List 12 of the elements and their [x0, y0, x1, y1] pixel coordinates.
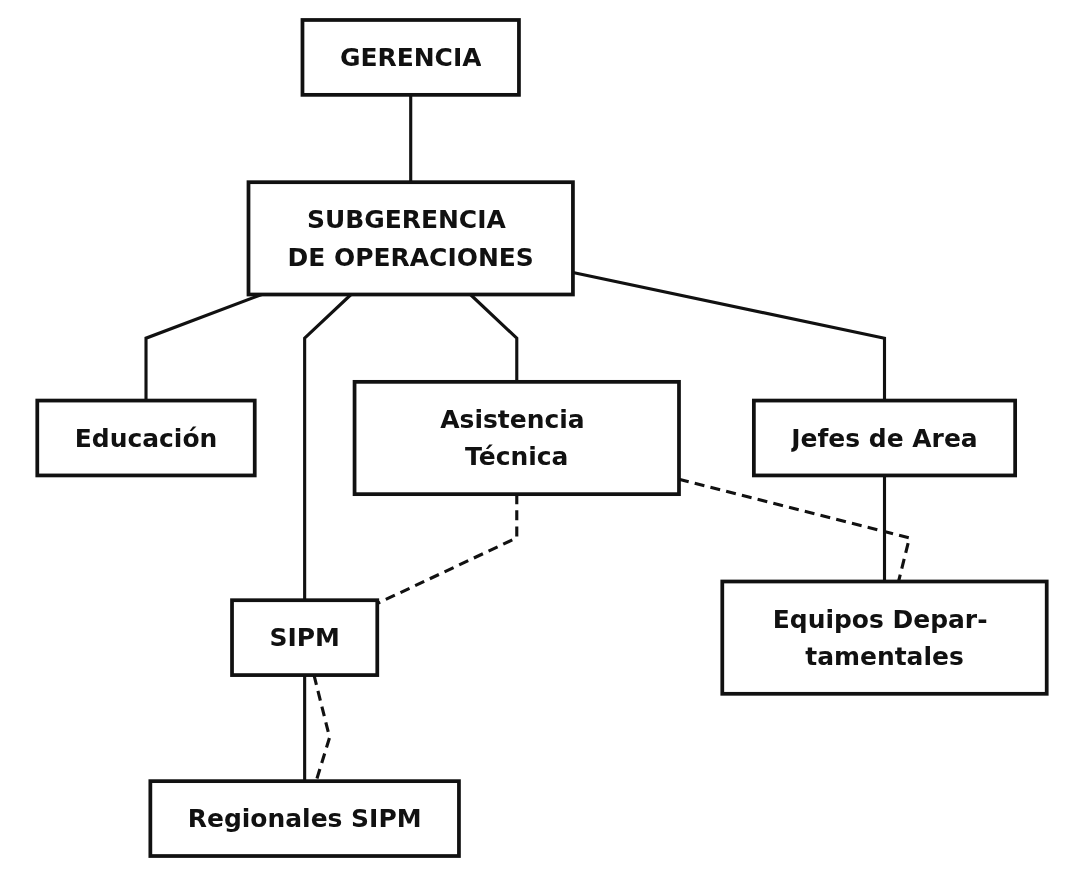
node-box: Regionales SIPM — [148, 779, 461, 858]
connector — [409, 94, 413, 183]
connector — [882, 475, 887, 582]
connector — [303, 675, 307, 782]
connector — [376, 494, 519, 605]
node-box: SIPM — [230, 598, 380, 677]
node-box: GERENCIA — [300, 18, 521, 97]
node-box: Asistencia Técnica — [352, 380, 681, 496]
connector — [144, 293, 263, 401]
node-box: SUBGERENCIA DE OPERACIONES — [246, 180, 575, 297]
node-box: Educación — [35, 398, 257, 478]
node-box: Equipos Depar- tamentales — [720, 579, 1049, 696]
